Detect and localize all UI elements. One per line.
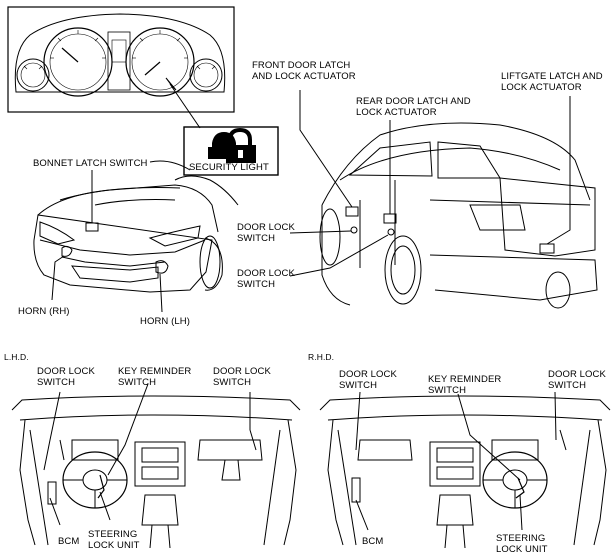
rhd-steering-lock-unit-label: STEERING LOCK UNIT <box>496 533 548 555</box>
horn-rh-label: HORN (RH) <box>18 306 70 317</box>
gauge-ticks <box>23 30 216 70</box>
lhd-key-reminder-switch-label: KEY REMINDER SWITCH <box>118 366 192 388</box>
lhd-steering-lock-unit-label: STEERING LOCK UNIT <box>88 529 140 551</box>
door-lock-switch-upper-label: DOOR LOCK SWITCH <box>237 222 295 244</box>
lhd-interior <box>11 395 301 549</box>
bonnet-latch-marker <box>85 222 99 232</box>
rhd-label: R.H.D. <box>308 352 335 362</box>
rhd-bcm-label: BCM <box>362 536 384 547</box>
rhd-key-reminder-switch-label: KEY REMINDER SWITCH <box>428 374 502 396</box>
lhd-door-lock-switch-left-label: DOOR LOCK SWITCH <box>37 366 95 388</box>
front-vehicle <box>33 160 239 293</box>
rear-door-latch-label: REAR DOOR LATCH AND LOCK ACTUATOR <box>356 96 471 118</box>
door-lock-switch-lower-label: DOOR LOCK SWITCH <box>237 268 295 290</box>
bonnet-latch-switch-label: BONNET LATCH SWITCH <box>33 158 148 169</box>
horn-rh-marker <box>61 245 73 257</box>
rhd-door-lock-switch-left-label: DOOR LOCK SWITCH <box>339 369 397 391</box>
rhd-door-lock-switch-right-label: DOOR LOCK SWITCH <box>548 369 606 391</box>
liftgate-latch-label: LIFTGATE LATCH AND LOCK ACTUATOR <box>501 71 603 93</box>
rear-vehicle <box>319 122 598 309</box>
rhd-interior <box>319 395 611 549</box>
horn-lh-label: HORN (LH) <box>140 316 190 327</box>
instrument-cluster <box>7 6 235 113</box>
lock-car-icon <box>208 128 256 163</box>
lhd-label: L.H.D. <box>4 352 29 362</box>
lhd-door-lock-switch-right-label: DOOR LOCK SWITCH <box>213 366 271 388</box>
security-light-box <box>183 126 279 176</box>
lhd-bcm-label: BCM <box>58 536 80 547</box>
horn-lh-marker <box>155 260 169 274</box>
front-door-latch-label: FRONT DOOR LATCH AND LOCK ACTUATOR <box>252 60 356 82</box>
security-light-label: SECURITY LIGHT <box>189 162 269 173</box>
